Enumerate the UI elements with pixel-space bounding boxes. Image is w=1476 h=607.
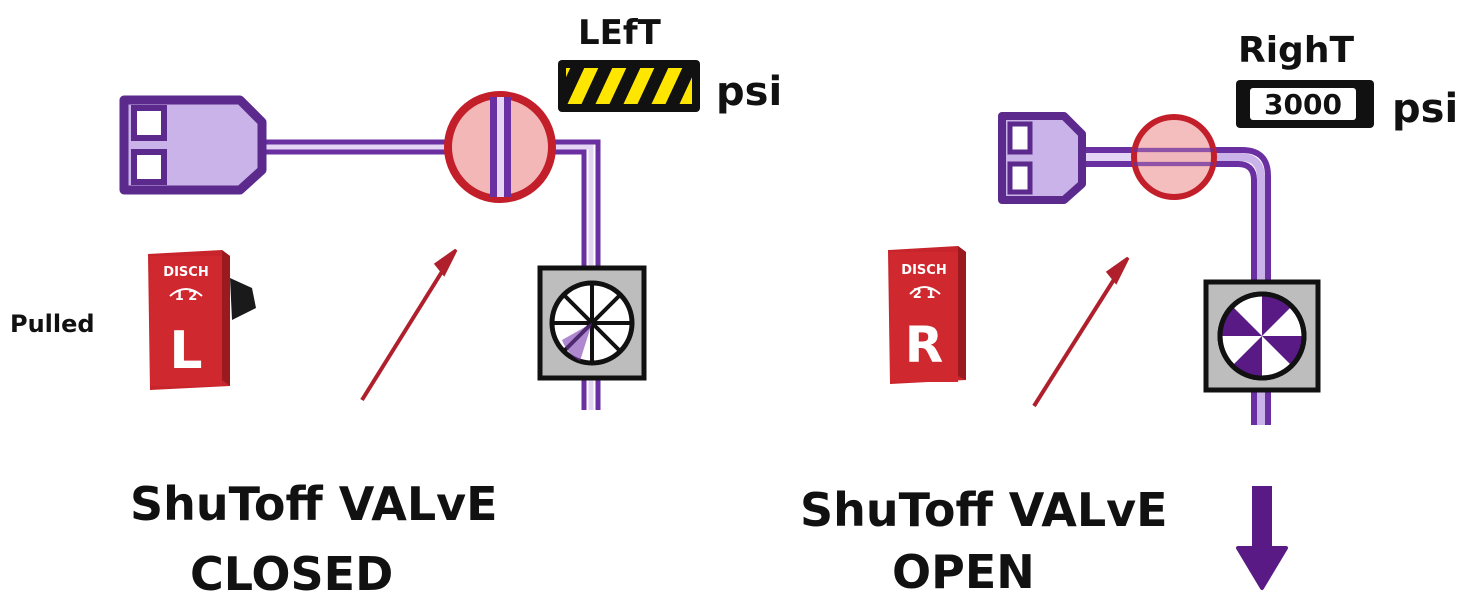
- left-title: LEfT: [578, 13, 662, 53]
- right-psi-value: 3000: [1264, 88, 1342, 121]
- right-pipe: [1082, 147, 1271, 425]
- right-discharge-handle-icon[interactable]: DISCH 2 1 R: [888, 246, 966, 384]
- left-extinguisher-bottle-icon: [119, 95, 267, 195]
- right-fan-filter-icon: [1203, 279, 1321, 393]
- right-pointer-arrow-icon: [1032, 256, 1130, 408]
- right-flow-down-arrow-icon: [1236, 486, 1288, 590]
- right-handle-letter: R: [905, 316, 944, 374]
- left-valve-caption-line1: ShuToff VALvE: [130, 477, 498, 531]
- left-handle-letter: L: [169, 321, 202, 381]
- left-fan-filter-icon: [537, 265, 647, 381]
- right-title: RighT: [1238, 30, 1354, 71]
- left-handle-header: DISCH: [163, 265, 208, 280]
- left-psi-unit: psi: [716, 69, 782, 115]
- left-valve-caption-line2: CLOSED: [190, 547, 393, 601]
- left-discharge-handle-icon[interactable]: DISCH 1 2 L: [148, 250, 256, 390]
- right-valve-caption-line1: ShuToff VALvE: [800, 483, 1168, 537]
- left-handle-state-label: Pulled: [10, 310, 95, 338]
- left-handle-numbers: 1 2: [175, 289, 198, 304]
- right-valve-caption-line2: OPEN: [892, 545, 1035, 599]
- right-shutoff-valve-icon: [1131, 114, 1217, 200]
- right-psi-gauge: 3000: [1236, 80, 1374, 128]
- left-pointer-arrow-icon: [360, 248, 458, 402]
- right-psi-unit: psi: [1392, 86, 1458, 132]
- right-extinguisher-bottle-icon: [998, 112, 1086, 204]
- right-handle-numbers: 2 1: [913, 287, 936, 302]
- right-handle-header: DISCH: [901, 263, 946, 278]
- left-shutoff-valve-icon: [444, 91, 556, 203]
- left-psi-gauge: [558, 60, 700, 112]
- right-panel: RighT 3000 psi DISCH 2 1 R: [800, 30, 1458, 599]
- left-panel: LEfT psi DISCH 1 2 L Pulled: [10, 13, 782, 601]
